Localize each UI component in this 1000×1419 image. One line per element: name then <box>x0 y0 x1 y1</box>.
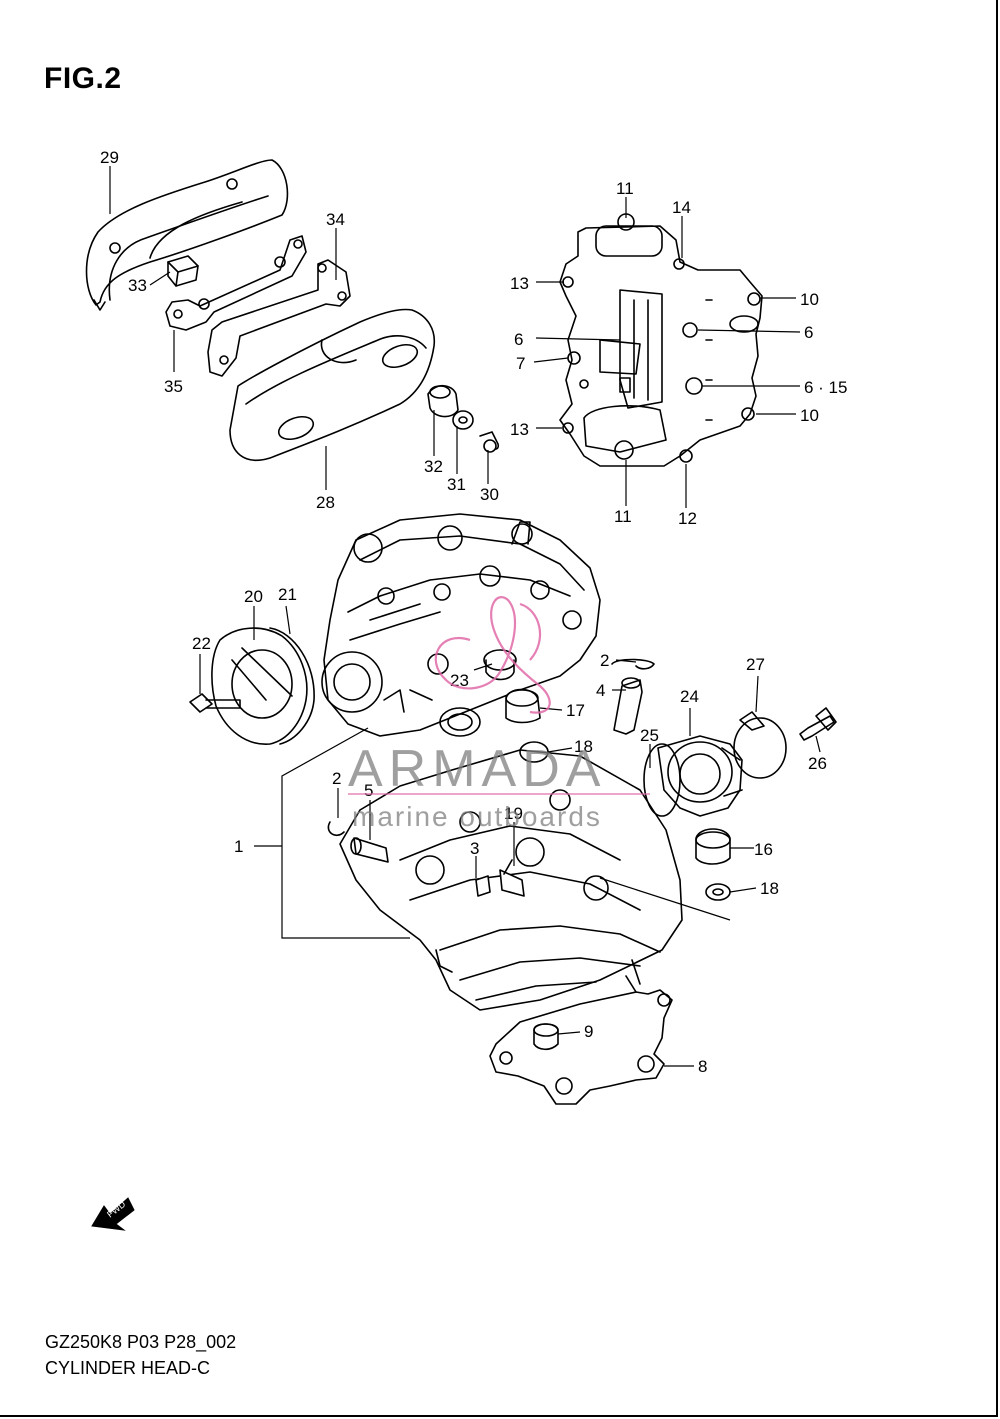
callout-20: 20 <box>244 587 263 606</box>
callout-2-top: 2 <box>600 651 609 670</box>
callout-3: 3 <box>470 839 479 858</box>
parts-32-31-30-fasteners <box>427 384 500 453</box>
leader-lines <box>109 166 821 1067</box>
callout-4: 4 <box>596 681 605 700</box>
part-8-gasket <box>489 959 673 1105</box>
callout-32: 32 <box>424 457 443 476</box>
model-code: GZ250K8 P03 P28_002 <box>45 1332 237 1352</box>
parts-5-3-19-dowels <box>350 837 525 897</box>
part-34-bracket <box>165 235 351 377</box>
callout-10-bottom: 10 <box>800 406 819 425</box>
callout-29: 29 <box>100 148 119 167</box>
part-29-cover-trim <box>85 159 289 311</box>
callout-30: 30 <box>480 485 499 504</box>
callout-35: 35 <box>164 377 183 396</box>
callout-25: 25 <box>640 726 659 745</box>
part-33-rubber <box>167 255 199 287</box>
figure-title: FIG.2 <box>44 62 122 95</box>
callout-6-15: 6 · 15 <box>804 378 847 397</box>
parts-16-18-nut-washer <box>695 828 731 901</box>
callout-11-top: 11 <box>616 179 634 198</box>
callout-17: 17 <box>566 701 585 720</box>
callout-1: 1 <box>234 837 243 856</box>
watermark-tagline: marine outboards <box>352 801 602 832</box>
callout-7: 7 <box>516 354 525 373</box>
parts-23-17-plug <box>483 649 541 724</box>
callout-28: 28 <box>316 493 335 512</box>
fwd-arrow-icon: FWD <box>91 1197 135 1231</box>
callout-27: 27 <box>746 655 765 674</box>
section-name: CYLINDER HEAD-C <box>45 1358 211 1378</box>
callout-5: 5 <box>364 781 373 800</box>
callout-24: 24 <box>680 687 699 706</box>
callout-12: 12 <box>678 509 697 528</box>
callout-13-bottom: 13 <box>510 420 529 439</box>
callout-19: 19 <box>504 804 523 823</box>
callout-16: 16 <box>754 840 773 859</box>
callout-34: 34 <box>326 210 345 229</box>
callout-8: 8 <box>698 1057 707 1076</box>
callout-22: 22 <box>192 634 211 653</box>
callout-18-top: 18 <box>574 737 593 756</box>
callout-11-bottom: 11 <box>614 507 632 526</box>
callout-26: 26 <box>808 754 827 773</box>
callout-13-top: 13 <box>510 274 529 293</box>
parts-24-25-27-26-intake <box>643 707 837 817</box>
callout-10-top: 10 <box>800 290 819 309</box>
callout-2-left: 2 <box>332 769 341 788</box>
callout-6-left: 6 <box>514 330 523 349</box>
callout-31: 31 <box>447 475 466 494</box>
callout-33: 33 <box>128 276 147 295</box>
callout-6-right: 6 <box>804 323 813 342</box>
callout-9: 9 <box>584 1022 593 1041</box>
callout-14: 14 <box>672 198 691 217</box>
callout-21: 21 <box>278 585 297 604</box>
part-28-head-cover <box>229 308 436 462</box>
watermark-brand: ARMADA <box>348 740 606 798</box>
cam-housing-plate <box>559 213 763 467</box>
part-1-cylinder-head <box>321 513 683 1011</box>
callout-18-right: 18 <box>760 879 779 898</box>
parts-20-21-22-side-cover <box>189 627 315 745</box>
callout-labels: 29 34 33 35 28 32 31 30 11 14 13 10 6 6 … <box>100 148 847 1076</box>
watermark-logo-icon <box>434 596 551 714</box>
watermark: ARMADA marine outboards <box>348 596 650 832</box>
